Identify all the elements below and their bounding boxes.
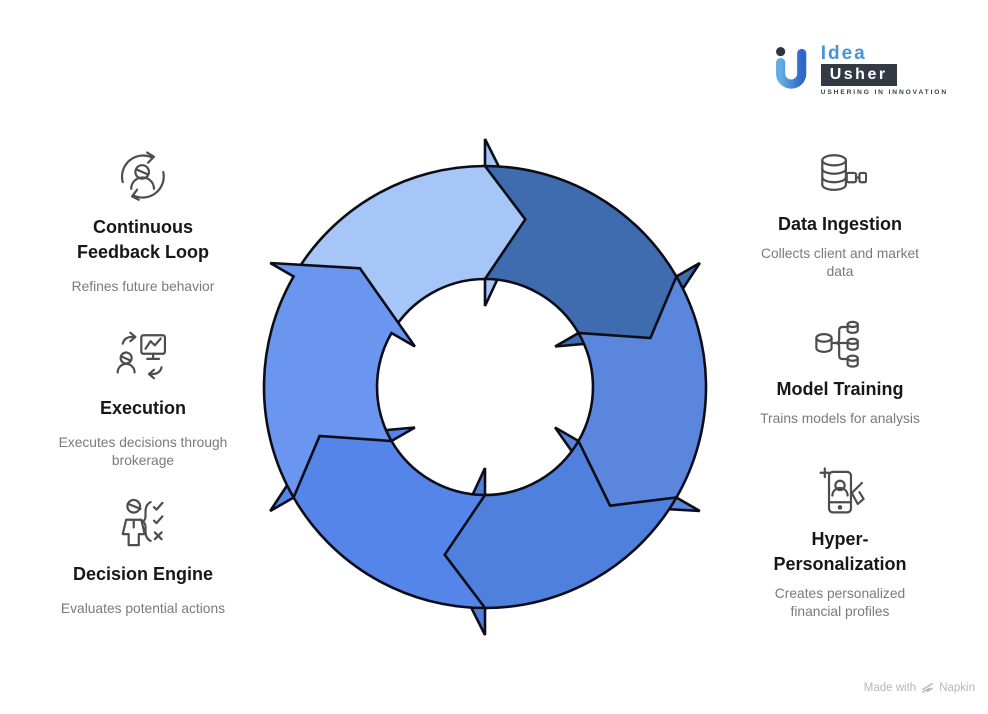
feature-continuous-feedback-loop: Continuous Feedback Loop Refines future … [33,150,253,296]
model-training-icon [815,320,859,368]
feature-subtitle: Executes decisions through brokerage [58,435,228,468]
made-with-text: Made with [863,681,917,694]
made-with-napkin: Made with Napkin [864,681,975,694]
feature-decision-engine: Decision Engine Evaluates potential acti… [33,497,253,618]
feature-subtitle: Creates personalized financial profiles [774,586,906,619]
cycle-arrow-left [262,261,416,501]
cycle-arrow-right [554,273,708,513]
feature-title: Continuous Feedback Loop [76,217,210,262]
feature-subtitle: Evaluates potential actions [60,601,226,616]
napkin-brand-text: Napkin [939,681,975,694]
feature-title: Hyper-Personalization [773,529,907,574]
feature-title: Data Ingestion [777,214,902,234]
feature-title: Model Training [776,379,904,399]
cycle-arrow-top-right [482,164,701,348]
execution-icon [116,331,167,380]
cycle-diagram [262,138,708,636]
decision-engine-icon [121,498,164,547]
data-ingestion-icon [821,154,867,191]
cycle-arrow-top-left [291,138,527,336]
feature-hyper-personalization: Hyper-Personalization Creates personaliz… [738,466,942,621]
cycle-arrow-bottom-right [443,438,679,636]
feature-data-ingestion: Data Ingestion Collects client and marke… [738,151,942,281]
feature-title: Decision Engine [72,564,214,584]
idea-usher-logo-icon [775,47,807,89]
continuous-feedback-loop-icon [121,151,165,201]
logo-brand-top: Idea [820,43,867,64]
cycle-arrow-bottom-left [269,426,488,610]
feature-title: Execution [99,398,187,418]
feature-subtitle: Refines future behavior [71,279,215,294]
hyper-personalization-icon [819,467,865,514]
napkin-logo-icon [922,683,934,693]
logo-tagline: USHERING IN INNOVATION [820,89,948,96]
logo-brand-bottom: Usher [820,64,897,86]
feature-model-training: Model Training Trains models for analysi… [738,316,942,428]
idea-usher-logo: Idea Usher USHERING IN INNOVATION [771,44,948,96]
feature-subtitle: Collects client and market data [761,246,919,279]
feature-subtitle: Trains models for analysis [760,411,920,426]
feature-execution: Execution Executes decisions through bro… [33,331,253,470]
